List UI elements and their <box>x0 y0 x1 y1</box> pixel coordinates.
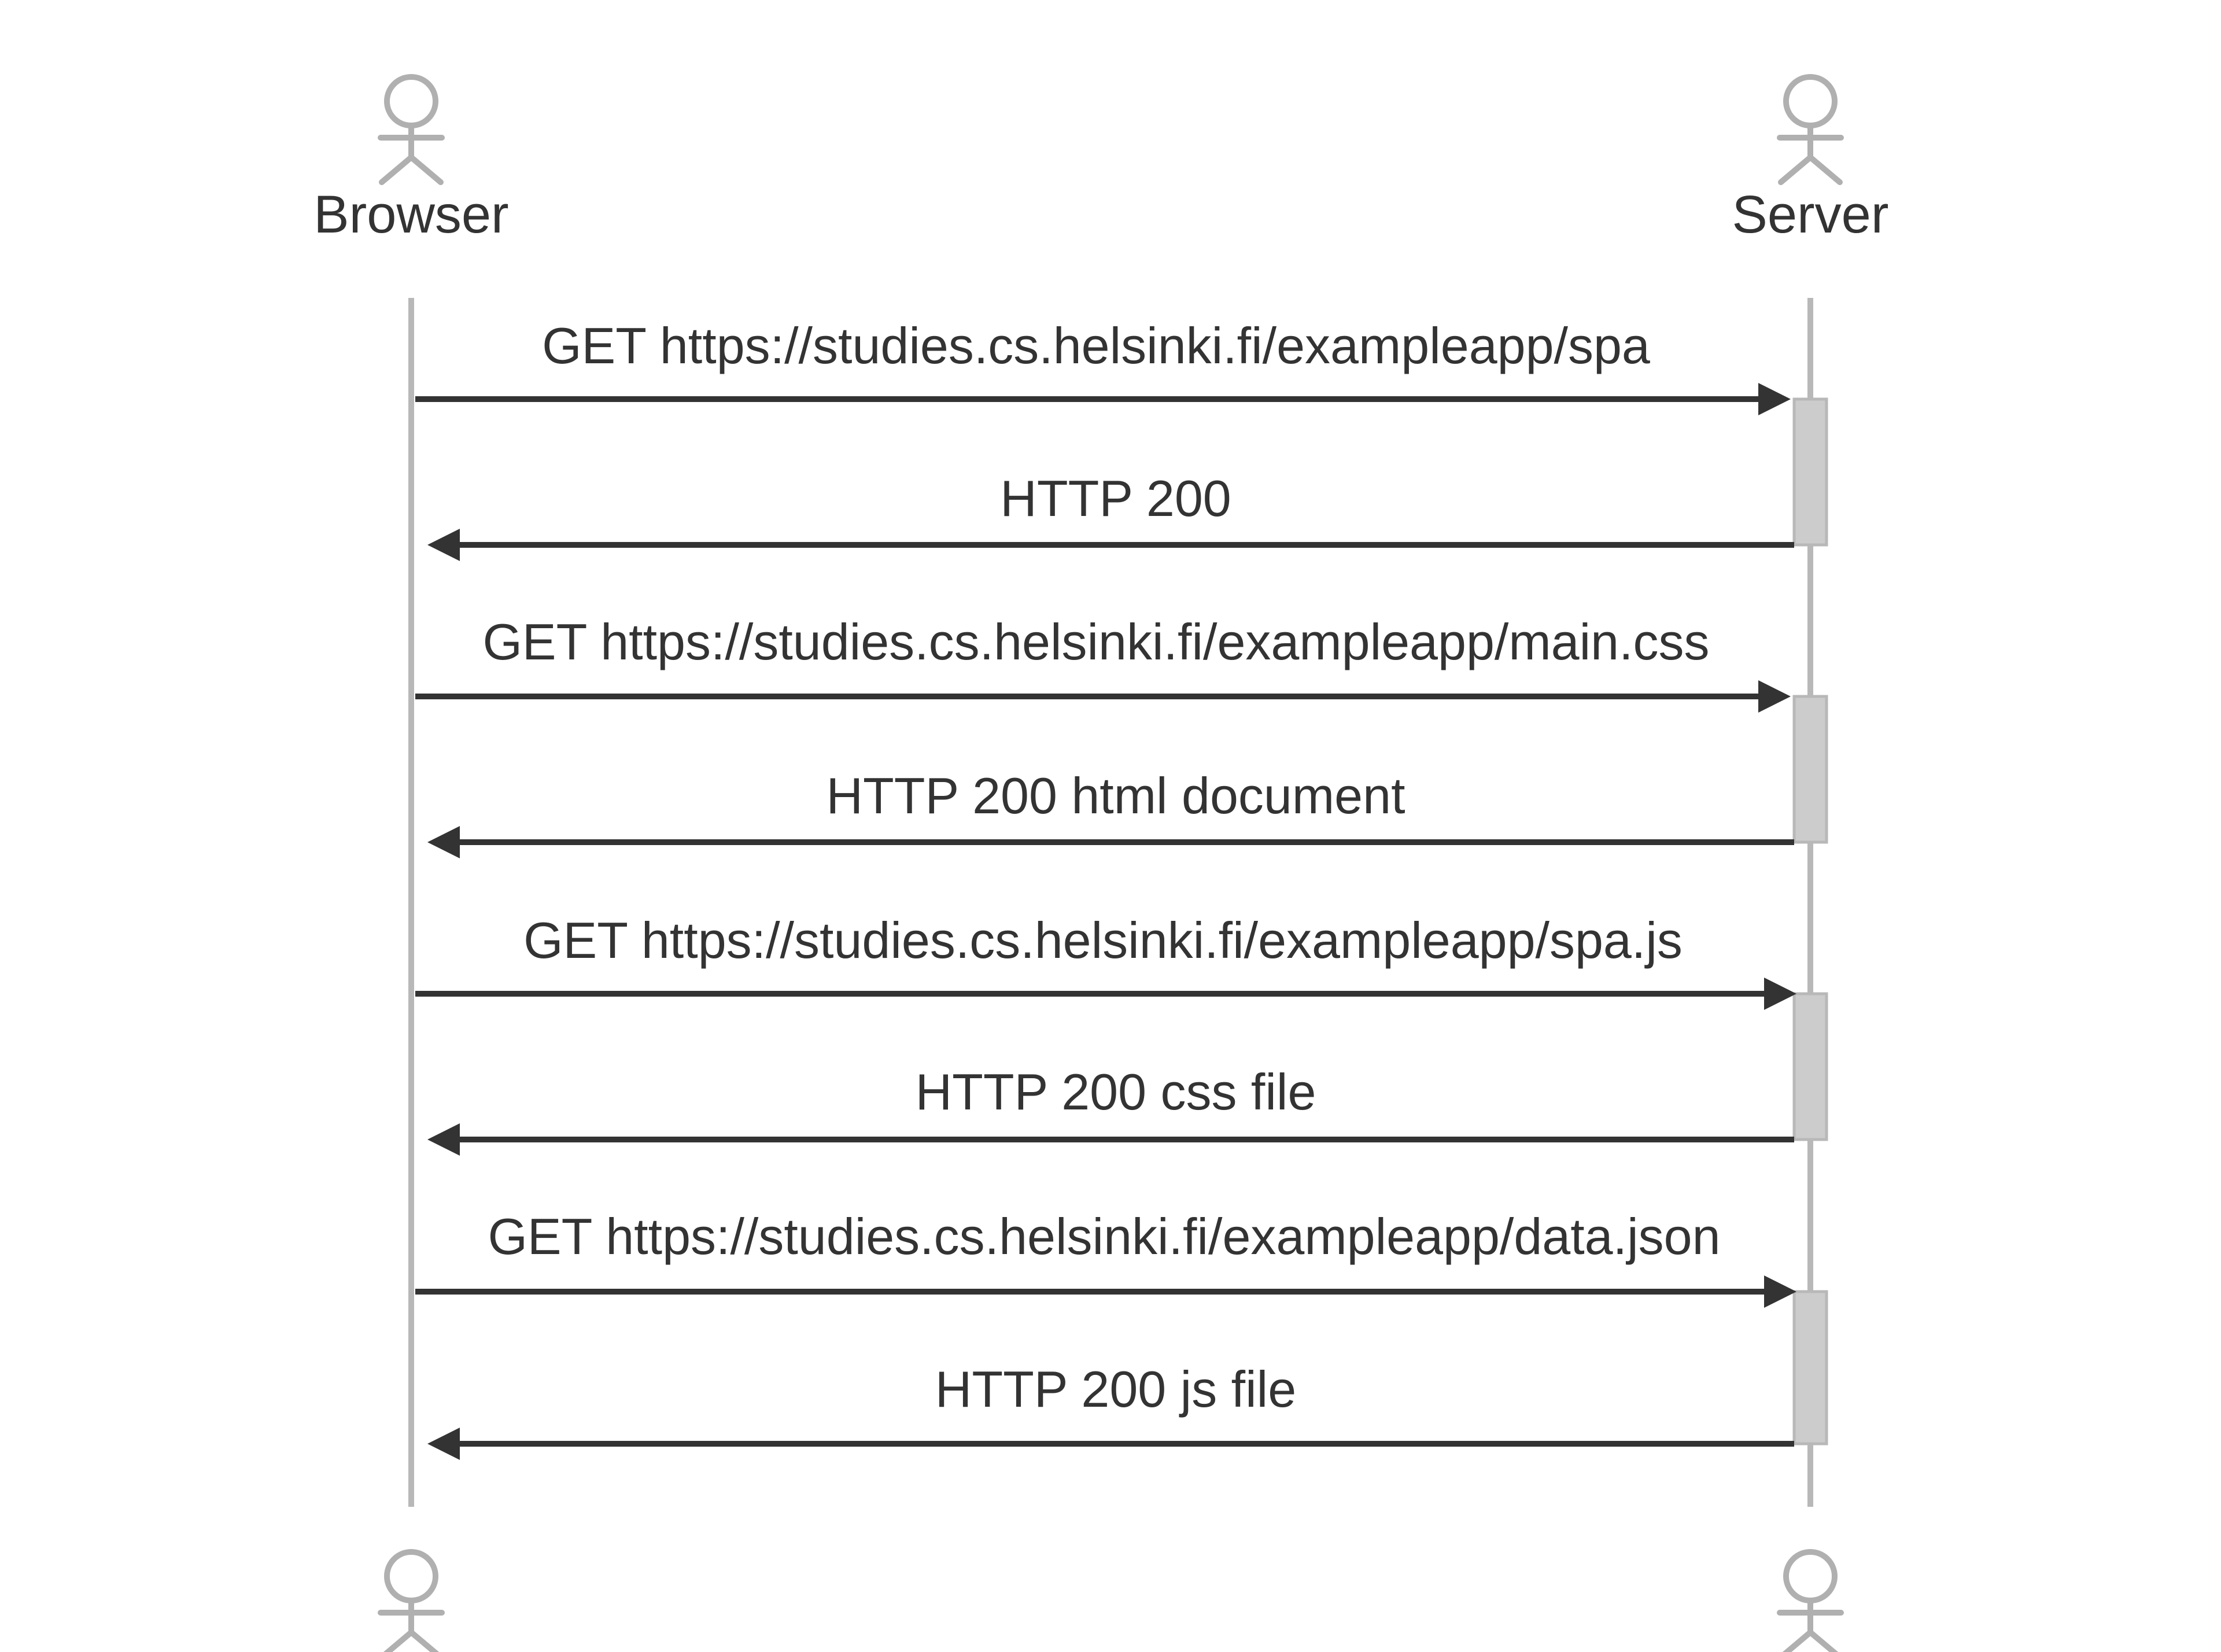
actor-stick-figure-icon <box>378 1549 445 1652</box>
arrowhead-left-icon <box>427 1428 460 1460</box>
message-response: HTTP 200 <box>427 470 1794 561</box>
message-label: GET https://studies.cs.helsinki.fi/examp… <box>482 613 1709 670</box>
message-request: GET https://studies.cs.helsinki.fi/examp… <box>415 912 1796 1010</box>
arrowhead-left-icon <box>427 529 460 561</box>
message-label: GET https://studies.cs.helsinki.fi/examp… <box>488 1208 1720 1265</box>
message-label: HTTP 200 <box>1000 470 1231 527</box>
arrowhead-left-icon <box>427 826 460 858</box>
arrowhead-left-icon <box>427 1123 460 1156</box>
message-label: GET https://studies.cs.helsinki.fi/examp… <box>542 317 1650 374</box>
arrowhead-right-icon <box>1758 383 1791 415</box>
message-label: HTTP 200 js file <box>935 1360 1296 1418</box>
browser-actor-top: Browser <box>313 74 509 244</box>
arrowhead-right-icon <box>1764 1275 1796 1308</box>
message-response: HTTP 200 html document <box>427 767 1794 858</box>
message-label: HTTP 200 html document <box>826 767 1405 824</box>
participant-name-browser-top: Browser <box>313 185 508 244</box>
message-request: GET https://studies.cs.helsinki.fi/examp… <box>415 317 1791 415</box>
message-response: HTTP 200 js file <box>427 1360 1794 1460</box>
message-request: GET https://studies.cs.helsinki.fi/examp… <box>415 1208 1796 1308</box>
server-actor-bottom <box>1777 1549 1844 1652</box>
actor-stick-figure-icon <box>1777 1549 1844 1652</box>
server-actor-top: Server <box>1732 74 1889 244</box>
actor-stick-figure-icon <box>1777 74 1844 185</box>
message-label: HTTP 200 css file <box>916 1063 1316 1120</box>
activation-box <box>1792 1290 1828 1446</box>
message-request: GET https://studies.cs.helsinki.fi/examp… <box>415 613 1791 713</box>
arrowhead-right-icon <box>1758 680 1791 713</box>
activation-box <box>1792 397 1828 547</box>
actor-stick-figure-icon <box>378 74 445 185</box>
message-response: HTTP 200 css file <box>427 1063 1794 1156</box>
activation-box <box>1792 695 1828 844</box>
activation-box <box>1792 992 1828 1141</box>
browser-actor-bottom <box>378 1549 445 1652</box>
message-label: GET https://studies.cs.helsinki.fi/examp… <box>523 912 1683 969</box>
participant-name-server-top: Server <box>1732 185 1889 244</box>
arrowhead-right-icon <box>1764 978 1796 1010</box>
